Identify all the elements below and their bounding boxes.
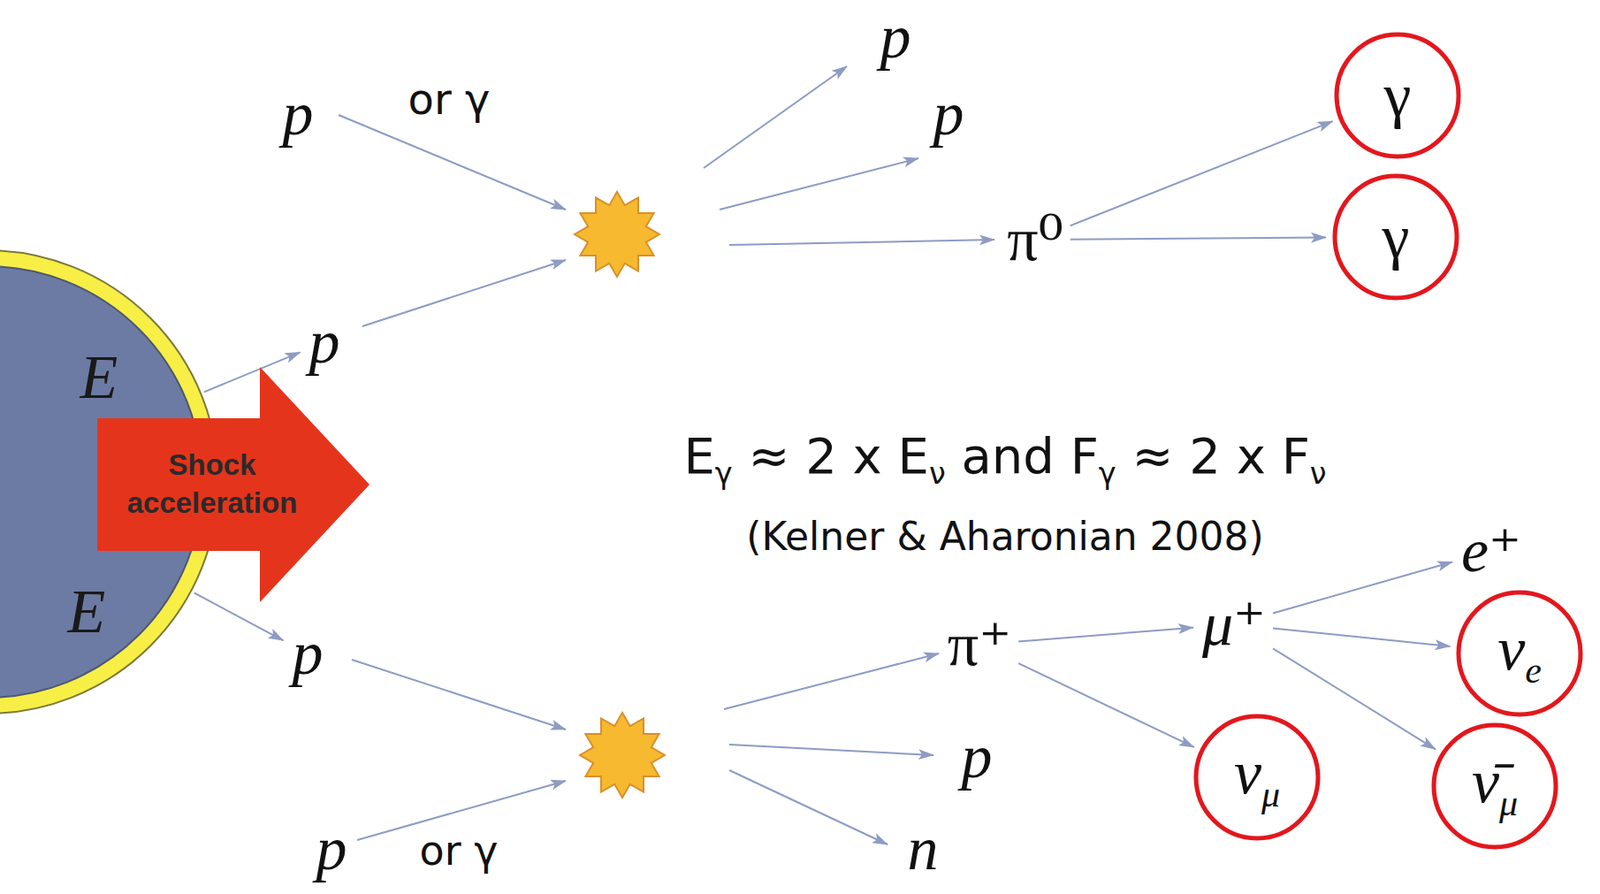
reaction-arrow [703, 66, 847, 168]
subscript-part: ν [929, 456, 946, 491]
subscript-part: e [1524, 649, 1542, 691]
highlight-ring [1334, 175, 1457, 298]
detected-circle: νe [1455, 588, 1585, 718]
subscript-part: γ [715, 456, 733, 491]
particle-symbol: p [305, 309, 344, 375]
symbol-part: γ [1382, 202, 1410, 271]
symbol-part: p [933, 79, 965, 148]
symbol-part: or γ [408, 74, 491, 124]
particle-label: p [305, 309, 344, 375]
symbol-part: π⁺ [947, 609, 1012, 679]
reaction-arrow [723, 653, 939, 709]
shock-label: Shock acceleration [106, 446, 319, 523]
subscript-part: μ [1261, 773, 1280, 815]
symbol-part: p [282, 79, 314, 148]
particle-symbol: p [958, 723, 997, 790]
reaction-arrow [204, 351, 301, 392]
particle-label: n [904, 815, 943, 882]
particle-symbol: γ [1379, 204, 1414, 270]
particle-symbol: π⁺ [944, 611, 1015, 678]
reaction-arrow [729, 239, 995, 245]
subscript-part: ν [1310, 456, 1327, 491]
symbol-part: ≈ 2 x F [1116, 426, 1311, 485]
particle-label: p [929, 81, 968, 147]
relation-equation: Eγ ≈ 2 x Eν and Fγ ≈ 2 x Fν [683, 426, 1326, 491]
alternative-note: or γ [419, 826, 499, 875]
reaction-arrow [719, 158, 919, 210]
highlight-ring [1458, 592, 1581, 715]
particle-symbol: νe [1493, 616, 1546, 691]
symbol-part: p [309, 307, 341, 376]
detected-circle: γ [1333, 30, 1463, 160]
symbol-part: e⁺ [1461, 516, 1522, 585]
particle-label: π⁰ [1003, 206, 1067, 273]
symbol-part: E [683, 426, 715, 485]
detected-circle: νμ [1192, 712, 1322, 842]
particle-symbol: p [929, 81, 968, 147]
reaction-arrow [729, 769, 888, 845]
energy-label: E [68, 576, 107, 648]
particle-symbol: νμ [1230, 739, 1284, 815]
symbol-part: or γ [419, 826, 499, 875]
particle-label: p [876, 4, 915, 70]
reaction-arrow [1070, 237, 1326, 240]
symbol-part: μ⁺ [1202, 589, 1266, 658]
reaction-arrow [362, 259, 566, 327]
symbol-part: ν [1497, 614, 1525, 683]
particle-symbol: π⁰ [1003, 206, 1067, 273]
symbol-part: p [316, 814, 348, 883]
particle-symbol: e⁺ [1457, 518, 1525, 584]
particle-label: π⁺ [944, 611, 1015, 678]
alternative-note: or γ [408, 74, 491, 124]
highlight-ring [1196, 716, 1319, 839]
particle-label: p [289, 620, 328, 686]
energy-label: E [80, 342, 119, 413]
reaction-arrow [194, 592, 284, 640]
particle-label: e⁺ [1457, 518, 1525, 584]
detected-circle: γ [1331, 172, 1461, 302]
particle-symbol: μ⁺ [1198, 591, 1270, 657]
symbol-part: π⁰ [1006, 205, 1063, 274]
particle-label: p [282, 78, 314, 150]
shock-arrow-fill [97, 366, 370, 602]
particle-symbol: γ [1380, 62, 1416, 129]
shock-arrow: Shock acceleration [97, 366, 372, 602]
citation-note: (Kelner & Aharonian 2008) [746, 513, 1265, 559]
highlight-ring [1336, 34, 1459, 157]
reaction-arrow [729, 744, 934, 755]
particle-label: μ⁺ [1198, 591, 1270, 657]
reaction-arrow [1018, 627, 1194, 642]
symbol-part: γ [1384, 60, 1412, 130]
particle-symbol: p [876, 4, 915, 70]
particle-symbol: p [289, 620, 328, 686]
symbol-part: p [961, 722, 993, 791]
symbol-part: ν̄ [1471, 746, 1500, 816]
shock-arrow-shape [97, 366, 372, 602]
symbol-part: (Kelner & Aharonian 2008) [746, 513, 1265, 559]
symbol-part: ν [1234, 738, 1262, 807]
reaction-arrow [1018, 662, 1195, 747]
symbol-part: ≈ 2 x E [732, 426, 930, 485]
symbol-part: p [880, 2, 912, 71]
reaction-arrow [351, 659, 566, 730]
subscript-part: γ [1098, 456, 1117, 491]
reaction-arrow [1070, 121, 1334, 226]
symbol-part: and F [945, 426, 1099, 485]
collision-star [579, 712, 665, 798]
particle-label: p [958, 723, 997, 790]
particle-label: p [316, 813, 348, 884]
reaction-arrow [1272, 628, 1450, 647]
particle-symbol: n [904, 815, 943, 882]
particle-symbol: ν̄μ [1468, 748, 1522, 823]
reaction-arrow [1272, 562, 1453, 614]
symbol-part: p [292, 618, 324, 687]
highlight-ring [1433, 724, 1556, 847]
subscript-part: μ [1499, 782, 1518, 823]
reaction-arrow [338, 114, 566, 210]
detected-circle: ν̄μ [1430, 721, 1560, 851]
collision-star [574, 191, 660, 277]
symbol-part: n [907, 814, 939, 883]
